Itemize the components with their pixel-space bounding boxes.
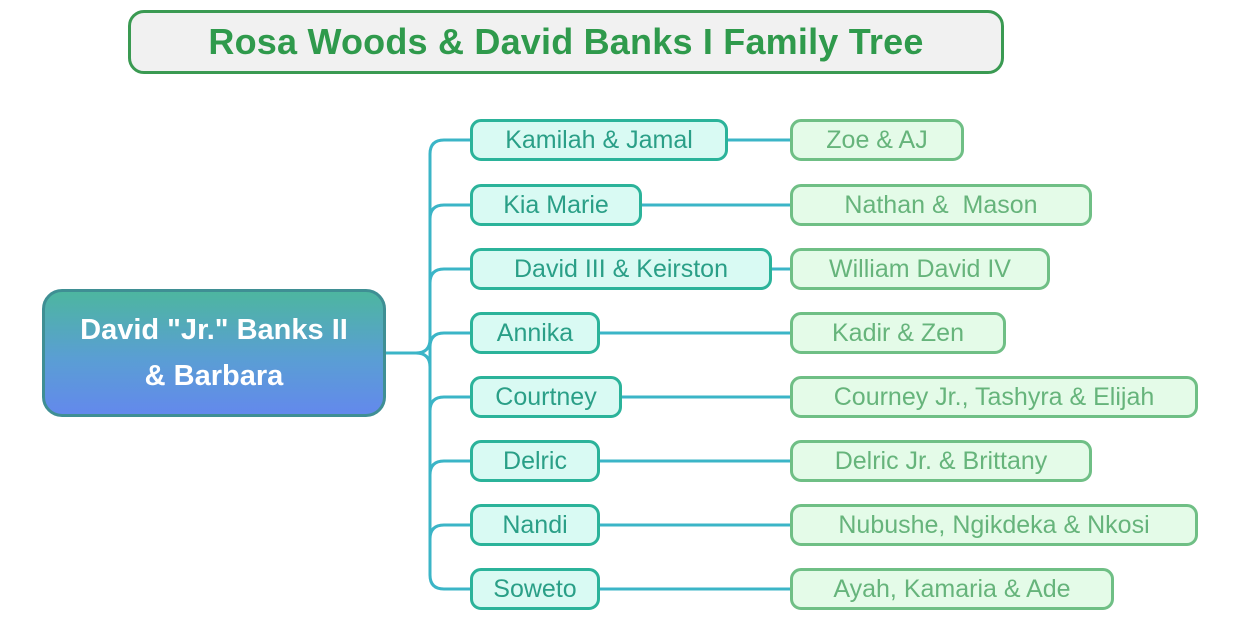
branch-connector [428, 331, 470, 348]
title-banner: Rosa Woods & David Banks I Family Tree [128, 10, 1004, 74]
grandchildren-node[interactable]: Courney Jr., Tashyra & Elijah [790, 376, 1198, 418]
grandchildren-node[interactable]: Delric Jr. & Brittany [790, 440, 1092, 482]
grandchildren-node-label: Delric Jr. & Brittany [834, 446, 1048, 475]
child-node[interactable]: Delric [470, 440, 600, 482]
grandchildren-node-label: Nathan & Mason [844, 190, 1038, 219]
root-node[interactable]: David "Jr." Banks II & Barbara [42, 289, 386, 417]
branch-connector [428, 395, 470, 412]
child-node-label: Soweto [493, 574, 577, 603]
branch-connector [428, 574, 470, 591]
child-node[interactable]: Nandi [470, 504, 600, 546]
grandchildren-node-label: Ayah, Kamaria & Ade [833, 574, 1071, 603]
diagram-title: Rosa Woods & David Banks I Family Tree [208, 21, 924, 62]
child-node[interactable]: Kia Marie [470, 184, 642, 226]
child-node-label: Delric [503, 446, 567, 475]
grandchildren-node-label: William David IV [829, 254, 1011, 283]
child-node[interactable]: Kamilah & Jamal [470, 119, 728, 161]
grandchildren-node-label: Zoe & AJ [826, 125, 928, 154]
root-node-label: David "Jr." Banks II & Barbara [80, 314, 348, 392]
branch-connector [428, 138, 470, 155]
child-node-label: David III & Keirston [514, 254, 728, 283]
child-node-label: Kamilah & Jamal [505, 125, 693, 154]
root-connector [415, 351, 432, 368]
grandchildren-node[interactable]: Kadir & Zen [790, 312, 1006, 354]
child-node-label: Kia Marie [503, 190, 609, 219]
grandchildren-node[interactable]: Zoe & AJ [790, 119, 964, 161]
grandchildren-node-label: Courney Jr., Tashyra & Elijah [833, 382, 1155, 411]
child-node[interactable]: Soweto [470, 568, 600, 610]
branch-connector [428, 267, 470, 284]
root-connector [386, 338, 432, 355]
branch-connector [428, 459, 470, 476]
grandchildren-node[interactable]: Ayah, Kamaria & Ade [790, 568, 1114, 610]
branch-connector [428, 203, 470, 220]
grandchildren-node[interactable]: Nubushe, Ngikdeka & Nkosi [790, 504, 1198, 546]
child-node-label: Annika [496, 318, 574, 347]
child-node[interactable]: David III & Keirston [470, 248, 772, 290]
grandchildren-node[interactable]: Nathan & Mason [790, 184, 1092, 226]
child-node[interactable]: Annika [470, 312, 600, 354]
grandchildren-node-label: Nubushe, Ngikdeka & Nkosi [838, 510, 1150, 539]
grandchildren-node[interactable]: William David IV [790, 248, 1050, 290]
child-node-label: Nandi [502, 510, 568, 539]
child-node-label: Courtney [495, 382, 597, 411]
branch-connector [428, 523, 470, 540]
child-node[interactable]: Courtney [470, 376, 622, 418]
grandchildren-node-label: Kadir & Zen [831, 318, 964, 347]
